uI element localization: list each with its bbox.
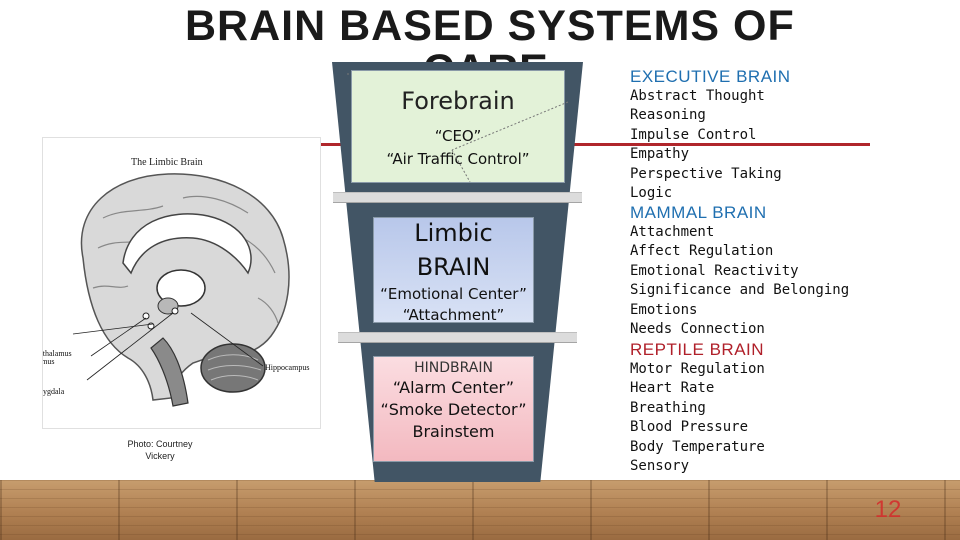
list-item: Reasoning <box>630 107 706 124</box>
limbic-sub-2: “Attachment” <box>402 306 505 324</box>
limbic-sub-1: “Emotional Center” <box>380 285 527 303</box>
label-hippocampus: Hippocampus <box>265 363 309 372</box>
list-item: Affect Regulation <box>630 243 774 260</box>
list-item: Attachment <box>630 224 715 240</box>
list-item: Motor Regulation <box>630 361 765 377</box>
list-item: Significance and Belonging <box>630 282 850 299</box>
limbic-box: Limbic BRAIN “Emotional Center” “Attachm… <box>373 216 534 326</box>
label-thalamus: Thalamus <box>43 357 55 366</box>
reptile-brain-section: REPTILE BRAIN Motor Regulation Heart Rat… <box>630 340 765 476</box>
label-hypothalamus: Hypothalamus <box>43 349 72 358</box>
list-item: Emotions <box>630 301 698 318</box>
hindbrain-sub-3: Brainstem <box>412 422 495 441</box>
list-item: Body Temperature <box>630 438 765 455</box>
hindbrain-subtitle: “Alarm Center” “Smoke Detector” Brainste… <box>374 377 533 443</box>
brain-caption: The Limbic Brain <box>131 157 203 168</box>
accent-line-right <box>560 143 870 146</box>
hindbrain-box: HINDBRAIN “Alarm Center” “Smoke Detector… <box>373 356 534 462</box>
limbic-title-1: Limbic <box>414 219 493 247</box>
hindbrain-sub-2: “Smoke Detector” <box>380 400 527 419</box>
funnel-separator-top <box>333 192 582 203</box>
executive-brain-section: EXECUTIVE BRAIN Abstract Thought Reasoni… <box>630 67 791 203</box>
limbic-brain-image: The Limbic Brain Thalamus Hypothalamus A… <box>42 137 321 429</box>
brain-illustration: The Limbic Brain Thalamus Hypothalamus A… <box>43 157 309 407</box>
reptile-heading: REPTILE BRAIN <box>630 340 765 359</box>
list-item: Breathing <box>630 399 706 416</box>
list-item: Logic <box>630 185 673 202</box>
photo-credit: Photo: Courtney Vickery <box>127 439 193 461</box>
mammal-brain-section: MAMMAL BRAIN Attachment Affect Regulatio… <box>630 203 849 339</box>
list-item: Empathy <box>630 146 690 163</box>
page-number: 12 <box>874 496 902 523</box>
limbic-subtitle: “Emotional Center” “Attachment” <box>374 284 533 326</box>
list-item: Impulse Control <box>630 126 757 143</box>
forebrain-box: Forebrain “CEO” “Air Traffic Control” <box>351 70 565 183</box>
list-item: Blood Pressure <box>630 419 749 436</box>
hindbrain-title: HINDBRAIN <box>414 360 493 376</box>
list-item: Heart Rate <box>630 380 715 397</box>
list-item: Needs Connection <box>630 321 765 338</box>
forebrain-sub-2: “Air Traffic Control” <box>386 150 530 168</box>
list-item: Sensory <box>630 458 690 475</box>
limbic-title: Limbic BRAIN <box>374 216 533 284</box>
title-line-1: BRAIN BASED SYSTEMS OF <box>185 2 795 50</box>
mammal-heading: MAMMAL BRAIN <box>630 203 767 222</box>
limbic-title-2: BRAIN <box>416 253 491 281</box>
funnel-separator-bottom <box>338 332 577 343</box>
hindbrain-sub-1: “Alarm Center” <box>392 378 515 397</box>
list-item: Emotional Reactivity <box>630 262 799 279</box>
forebrain-title: Forebrain <box>401 87 515 115</box>
accent-line-left <box>320 143 360 146</box>
list-item: Perspective Taking <box>630 165 782 182</box>
wood-floor <box>0 480 960 540</box>
list-item: Abstract Thought <box>630 88 765 104</box>
forebrain-subtitle: “CEO” “Air Traffic Control” <box>352 125 564 171</box>
executive-heading: EXECUTIVE BRAIN <box>630 67 791 86</box>
label-amygdala: Amygdala <box>43 387 65 396</box>
forebrain-sub-1: “CEO” <box>434 127 482 145</box>
